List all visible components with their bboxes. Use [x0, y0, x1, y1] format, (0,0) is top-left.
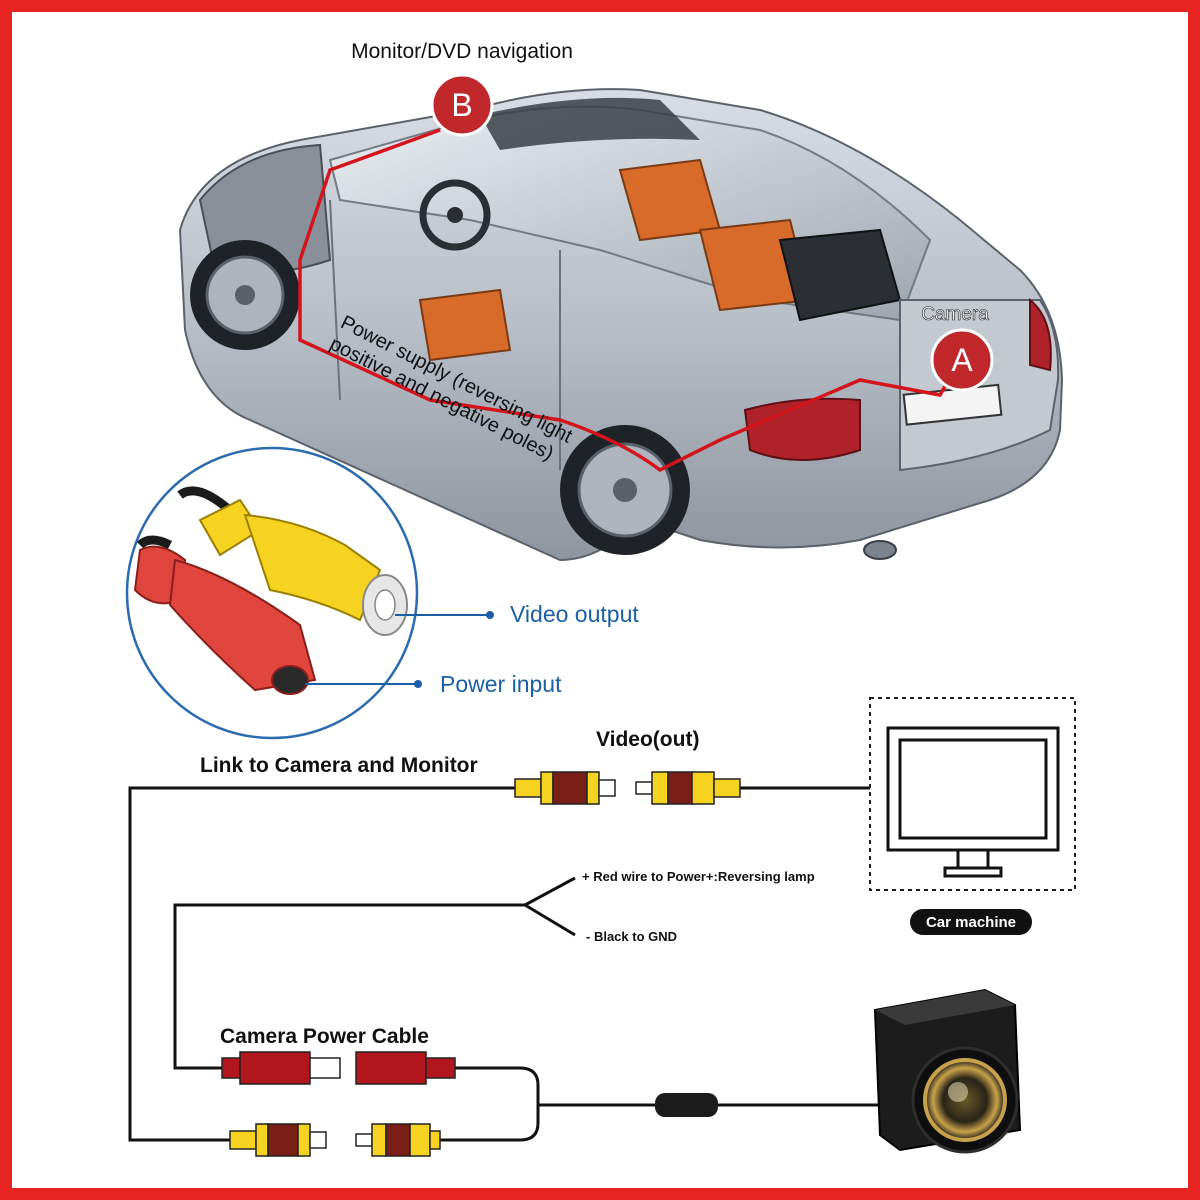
camera-label: Camera — [921, 304, 989, 325]
monitor-label: Monitor/DVD navigation — [351, 40, 573, 63]
rear-camera-icon — [873, 988, 1022, 1154]
power-input-label: Power input — [440, 671, 562, 697]
car-machine-pill — [910, 909, 1032, 935]
marker-b-letter: B — [451, 87, 472, 123]
video-out-label: Video(out) — [596, 728, 699, 751]
marker-a: A — [930, 328, 994, 392]
car-machine-label: Car machine — [926, 914, 1016, 931]
marker-a-letter: A — [951, 342, 973, 378]
connector-callout — [125, 446, 494, 740]
power-plug-male-icon — [221, 1051, 341, 1085]
inline-filter — [655, 1093, 718, 1117]
video-rca-male-icon — [514, 771, 616, 805]
link-label: Link to Camera and Monitor — [200, 754, 478, 777]
camera-rca-female-icon — [355, 1123, 441, 1157]
red-power-plug-icon — [133, 545, 317, 695]
camera-power-label: Camera Power Cable — [220, 1025, 429, 1048]
wiring-schematic — [128, 697, 1076, 1157]
car-illustration — [178, 88, 1064, 562]
power-plug-female-icon — [355, 1051, 456, 1085]
camera-rca-male-icon — [229, 1123, 327, 1157]
marker-b: B — [430, 73, 494, 137]
video-rca-female-icon — [635, 771, 741, 805]
car-machine-monitor-icon — [869, 697, 1076, 891]
red-wire-label: + Red wire to Power+:Reversing lamp — [582, 869, 815, 884]
yellow-rca-plug-icon — [198, 498, 408, 636]
video-output-label: Video output — [510, 601, 639, 627]
black-wire-label: - Black to GND — [586, 929, 677, 944]
